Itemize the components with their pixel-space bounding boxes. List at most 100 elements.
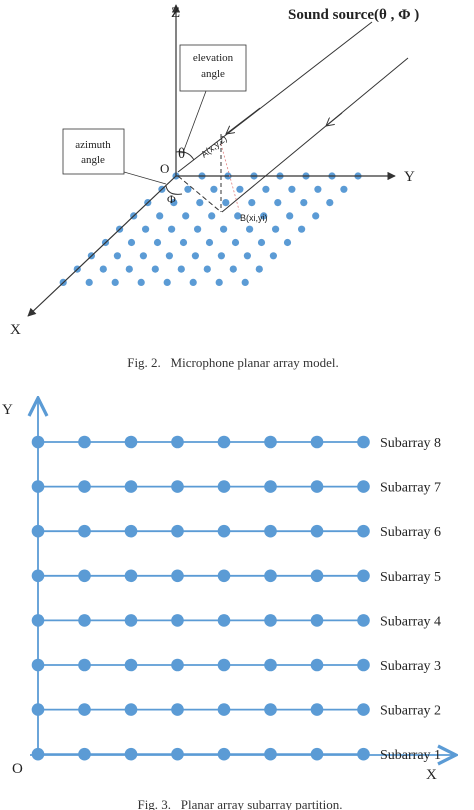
microphone-node (205, 238, 214, 247)
subarray-node (217, 435, 231, 449)
projection-line-a (220, 143, 240, 211)
subarray-node (217, 569, 231, 583)
subarray-node (171, 569, 184, 583)
subarray-node (124, 435, 138, 449)
subarray-node (78, 569, 91, 583)
subarray-node (310, 747, 324, 761)
figure-3-caption: Fig. 3. Planar array subarray partition. (137, 797, 342, 810)
microphone-node (111, 278, 119, 286)
microphone-node (137, 278, 145, 286)
microphone-node (182, 212, 190, 220)
elevation-angle-callout-box (179, 44, 247, 92)
elevation-angle-leader (183, 90, 207, 151)
subarray-node (264, 524, 277, 538)
microphone-node (260, 212, 268, 220)
microphone-node (220, 225, 228, 233)
microphone-node (300, 199, 308, 207)
microphone-node (241, 278, 249, 286)
subarray-node (171, 658, 184, 672)
subarray-label: Subarray 2 (380, 704, 441, 719)
elevation-angle-callout-line2: angle (201, 68, 225, 80)
subarray-label: Subarray 3 (380, 659, 441, 674)
subarray-label: Subarray 1 (380, 748, 441, 763)
subarray-node (31, 703, 45, 716)
subarray-row: Subarray 2 (31, 703, 441, 719)
microphone-node (288, 185, 296, 193)
microphone-node (189, 278, 197, 286)
elevation-angle-callout-line1: elevation (193, 52, 234, 64)
subarray-node (171, 480, 184, 493)
subarray-node (171, 703, 184, 716)
microphone-node (194, 225, 202, 233)
sound-source-label: Sound source(θ , Φ ) (288, 7, 419, 23)
microphone-node (113, 252, 121, 260)
microphone-node (298, 225, 306, 233)
sound-ray-1 (177, 21, 373, 173)
subarray-node (357, 480, 370, 493)
subarray-node (357, 747, 370, 761)
microphone-node (234, 212, 242, 220)
subarray-node (31, 569, 45, 583)
subarray-node (264, 703, 277, 716)
subarray-node (357, 524, 370, 538)
microphone-node (269, 252, 277, 260)
subarray-node (264, 658, 277, 672)
subarray-row: Subarray 3 (31, 658, 441, 674)
subarray-node (124, 747, 138, 761)
azimuth-angle-callout-line1: azimuth (75, 139, 111, 151)
microphone-node (215, 278, 223, 286)
subarray-node (78, 524, 91, 538)
subarray-node (357, 614, 370, 627)
subarray-node (217, 614, 231, 627)
subarray-node (78, 658, 91, 672)
subarray-node (217, 480, 231, 493)
subarray-node (357, 703, 370, 716)
subarray-node (124, 658, 138, 672)
theta-symbol: θ (178, 146, 185, 162)
subarray-node (310, 703, 324, 716)
y-axis-label: Y (404, 169, 415, 185)
subarray-row: Subarray 1 (31, 747, 441, 763)
microphone-node (168, 225, 176, 233)
subarray-node (31, 480, 45, 493)
microphone-node (127, 238, 136, 247)
subarray-node (78, 480, 91, 493)
origin-label-fig3: O (12, 761, 23, 777)
point-b-label: B(xi,yi) (240, 213, 268, 223)
subarray-node (357, 658, 370, 672)
microphone-node (286, 212, 294, 220)
microphone-node (191, 252, 199, 260)
microphone-node (272, 225, 280, 233)
sound-ray-arrow-1 (226, 107, 261, 134)
subarray-node (31, 614, 45, 627)
subarray-node (217, 747, 231, 761)
subarray-node (264, 435, 277, 449)
microphone-node (125, 265, 133, 273)
subarray-node (171, 747, 184, 761)
microphone-node (153, 238, 162, 247)
subarray-label: Subarray 7 (380, 481, 441, 496)
microphone-node (170, 199, 178, 207)
subarray-node (357, 435, 370, 449)
subarray-row: Subarray 7 (31, 480, 441, 496)
subarray-node (124, 480, 138, 493)
subarray-node (310, 435, 324, 449)
subarray-node (124, 569, 138, 583)
microphone-grid-3d (59, 172, 362, 286)
subarray-node (264, 480, 277, 493)
subarray-node (310, 658, 324, 672)
subarray-node (124, 703, 138, 716)
microphone-node (151, 265, 159, 273)
microphone-node (231, 238, 240, 247)
theta-arc (175, 151, 195, 161)
microphone-node (177, 265, 185, 273)
subarray-node (31, 747, 45, 761)
subarray-node (31, 524, 45, 538)
figure-2-planar-array-model: elevation angle azimuth angle Z Y X O So… (10, 4, 419, 370)
microphone-node (179, 238, 188, 247)
microphone-node (208, 212, 216, 220)
x-axis (27, 175, 177, 317)
subarray-node (264, 747, 277, 761)
phi-symbol: Φ (167, 192, 176, 206)
